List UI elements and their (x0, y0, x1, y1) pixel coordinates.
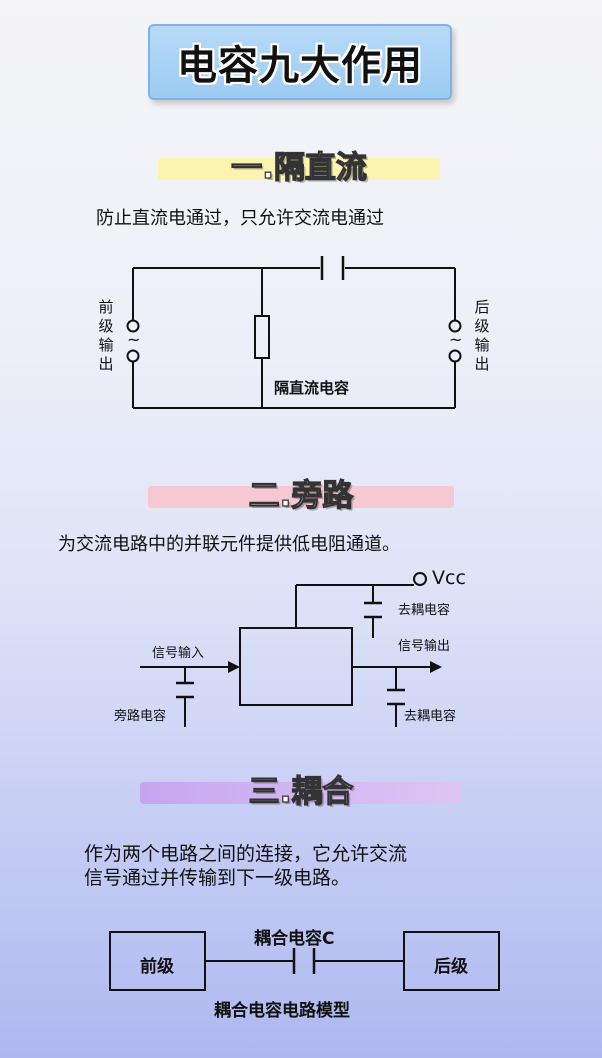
section1-description: 防止直流电通过，只允许交流电通过 (96, 208, 384, 229)
section3-heading-text: 三.耦合 (248, 773, 354, 810)
page-title: 电容九大作用 (177, 43, 423, 89)
bypass-circuit (140, 572, 442, 727)
front-stage-label: 前级 (140, 957, 174, 977)
front-output-label: 前 级 输 出 (98, 298, 114, 373)
decouple-cap-top-label: 去耦电容 (398, 603, 451, 618)
coupling-model-label: 耦合电容电路模型 (214, 1001, 350, 1021)
amplifier-block (239, 627, 353, 706)
section3-description-line1: 作为两个电路之间的连接，它允许交流 (84, 843, 408, 865)
section1-highlight (158, 158, 440, 180)
vcc-terminal (413, 572, 427, 586)
section3-highlight (140, 782, 462, 804)
section1-heading-text: 一.隔直流 (231, 149, 368, 186)
signal-input-label: 信号输入 (152, 646, 205, 661)
section3-heading: 三.耦合 (140, 766, 462, 810)
section2-description: 为交流电路中的并联元件提供低电阻通道。 (58, 534, 400, 555)
coupling-cap-label: 耦合电容C (254, 929, 335, 949)
section2-highlight (148, 486, 454, 508)
back-output-label: 后 级 输 出 (474, 298, 490, 373)
decouple-cap-bottom-label: 去耦电容 (404, 709, 457, 724)
blocking-cap-label: 隔直流电容 (274, 379, 350, 397)
section3-description-line2: 信号通过并传输到下一级电路。 (84, 867, 351, 889)
signal-output-label: 信号输出 (398, 639, 451, 654)
coupling-circuit (109, 931, 500, 991)
bypass-cap-label: 旁路电容 (114, 709, 167, 724)
section1-heading: 一.隔直流 (158, 142, 440, 186)
ac-symbol-right: ~ (449, 330, 463, 349)
section2-heading-text: 二.旁路 (248, 477, 354, 514)
ac-symbol-left: ~ (127, 330, 141, 349)
resistor-symbol (254, 315, 270, 359)
blocking-circuit (126, 256, 462, 409)
vcc-label: Vcc (432, 567, 466, 589)
section2-heading: 二.旁路 (148, 470, 454, 514)
back-stage-label: 后级 (434, 957, 468, 977)
title-banner: 电容九大作用 (148, 24, 452, 100)
section3-description: 作为两个电路之间的连接，它允许交流 信号通过并传输到下一级电路。 (84, 842, 407, 890)
